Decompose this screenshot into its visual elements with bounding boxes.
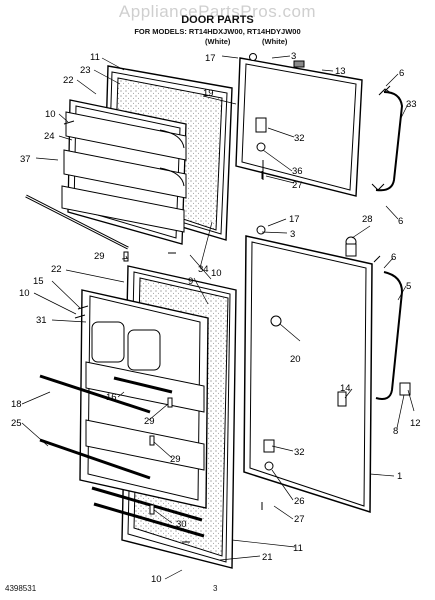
callout-27-b: 27 <box>294 514 305 525</box>
leader-lines <box>21 55 415 580</box>
callout-16: 16 <box>106 392 117 403</box>
callout-10-c: 10 <box>19 288 30 299</box>
callout-33: 33 <box>406 99 417 110</box>
mounting-screws <box>63 85 391 543</box>
callout-9: 9 <box>188 276 193 287</box>
callout-3-b: 3 <box>290 229 295 240</box>
finish-right: (White) <box>262 37 288 46</box>
door-plug <box>270 315 282 327</box>
callout-3-a: 3 <box>291 51 296 62</box>
callout-labels: 11 23 22 10 24 37 17 3 13 19 32 36 27 6 … <box>11 51 421 585</box>
callout-11: 11 <box>90 52 100 63</box>
callout-5: 5 <box>406 281 411 292</box>
callout-18: 18 <box>11 399 22 410</box>
callout-1: 1 <box>397 471 402 482</box>
callout-10-d: 10 <box>151 574 162 585</box>
callout-36: 36 <box>292 166 303 177</box>
callout-15: 15 <box>33 276 44 287</box>
callout-32-b: 32 <box>294 447 305 458</box>
freezer-hinge-hardware <box>249 53 267 180</box>
finish-left: (White) <box>205 37 231 46</box>
freezer-door-handle <box>371 88 404 192</box>
callout-6-a: 6 <box>399 68 404 79</box>
callout-30: 30 <box>176 519 187 530</box>
callout-31: 31 <box>36 315 47 326</box>
callout-11-b: 11 <box>293 543 303 554</box>
model-label <box>293 60 305 68</box>
document-number: 4398531 <box>5 584 37 593</box>
callout-10-a: 10 <box>45 109 56 120</box>
callout-34: 34 <box>198 264 209 275</box>
callout-20: 20 <box>290 354 301 365</box>
diagram-title: DOOR PARTS <box>181 14 254 26</box>
callout-12: 12 <box>410 418 421 429</box>
refrigerator-door-shelf-bars <box>39 374 205 538</box>
callout-25: 25 <box>11 418 22 429</box>
callout-17-b: 17 <box>289 214 300 225</box>
callout-29-c: 29 <box>170 454 181 465</box>
callout-29-b: 29 <box>144 416 155 427</box>
callout-28: 28 <box>362 214 373 225</box>
callout-8: 8 <box>393 426 398 437</box>
refrigerator-inner-liner <box>79 289 209 509</box>
refrigerator-hinge-hardware <box>256 225 411 471</box>
callout-26: 26 <box>294 496 305 507</box>
callout-32-a: 32 <box>294 133 305 144</box>
callout-10-b: 10 <box>211 268 222 279</box>
callout-6-c: 6 <box>391 252 396 263</box>
callout-27-a: 27 <box>292 180 303 191</box>
callout-6-b: 6 <box>398 216 403 227</box>
callout-24: 24 <box>44 131 55 142</box>
page-number: 3 <box>213 584 218 593</box>
models-line: FOR MODELS: RT14HDXJW00, RT14HDYJW00 <box>134 27 301 36</box>
callout-14: 14 <box>340 383 351 394</box>
callout-21: 21 <box>262 552 273 563</box>
callout-37: 37 <box>20 154 31 165</box>
callout-19: 19 <box>203 88 214 99</box>
callout-22-b: 22 <box>51 264 62 275</box>
callout-17-a: 17 <box>205 53 216 64</box>
callout-13: 13 <box>335 66 346 77</box>
refrigerator-door-handle <box>375 271 404 400</box>
callout-23: 23 <box>80 65 91 76</box>
callout-29-a: 29 <box>94 251 105 262</box>
callout-22: 22 <box>63 75 74 86</box>
refrigerator-outer-door-panel <box>243 235 373 514</box>
watermark: AppliancePartsPros.com <box>118 2 317 21</box>
freezer-inner-liner <box>61 99 187 245</box>
freezer-door-outer-panel <box>235 57 363 197</box>
